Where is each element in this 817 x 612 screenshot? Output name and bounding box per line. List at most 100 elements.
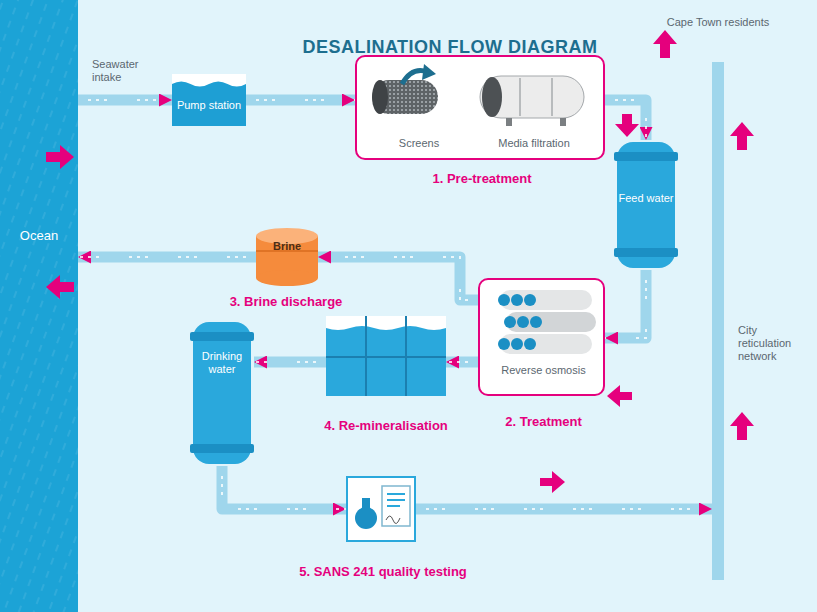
flow-dashes bbox=[318, 257, 478, 300]
pipe-label: Seawater intake bbox=[92, 58, 152, 84]
water-surface bbox=[326, 316, 446, 330]
tank-ring bbox=[190, 332, 254, 341]
flow-dashes bbox=[416, 508, 712, 510]
brine-outline bbox=[256, 228, 318, 286]
rotation-arrow-head bbox=[422, 64, 436, 80]
membrane-bundle bbox=[500, 290, 596, 354]
node-label: Pump station bbox=[172, 99, 246, 112]
flow-dashes bbox=[605, 270, 646, 338]
tank-node: Feed water bbox=[614, 140, 678, 270]
membrane-tube bbox=[500, 290, 592, 310]
water-surface bbox=[172, 74, 246, 87]
tank-ring bbox=[614, 248, 678, 257]
membrane-end bbox=[517, 316, 529, 328]
tank-ring bbox=[190, 444, 254, 453]
step-heading: 5. SANS 241 quality testing bbox=[258, 564, 508, 579]
water-pipe bbox=[416, 504, 712, 515]
remin-node: 4. Re-mineralisation bbox=[326, 316, 446, 396]
water-pipe bbox=[446, 357, 478, 368]
membrane-end bbox=[524, 294, 536, 306]
flow-dashes bbox=[78, 99, 172, 101]
flow-arrow bbox=[730, 122, 754, 150]
water-pipe bbox=[222, 466, 346, 509]
filter-leg bbox=[560, 118, 566, 126]
signature bbox=[386, 516, 400, 524]
node-label: Drinking water bbox=[192, 350, 252, 376]
membrane-tube bbox=[500, 334, 592, 354]
node-label: Brine bbox=[256, 240, 318, 253]
tank-divider bbox=[326, 356, 446, 358]
pipe-node: Cape Town residentsCity reticulation net… bbox=[712, 62, 724, 580]
test-flask bbox=[355, 507, 377, 529]
band-node: Ocean bbox=[0, 0, 78, 612]
membrane-end bbox=[530, 316, 542, 328]
filter-end bbox=[482, 77, 502, 117]
membrane-end bbox=[498, 294, 510, 306]
pink-node: Reverse osmosis2. Treatment bbox=[478, 278, 605, 396]
step-heading: 1. Pre-treatment bbox=[357, 171, 607, 186]
flow-arrow bbox=[615, 114, 639, 137]
node-label: Ocean bbox=[0, 228, 78, 243]
filter-vessel bbox=[480, 76, 584, 118]
certificate-line bbox=[387, 493, 405, 495]
brine-base bbox=[256, 270, 318, 286]
flow-dashes bbox=[78, 256, 256, 258]
filter-seam bbox=[551, 78, 553, 116]
diagram-title: DESALINATION FLOW DIAGRAM bbox=[100, 37, 800, 58]
node-label: Reverse osmosis bbox=[480, 364, 607, 377]
membrane-end bbox=[511, 338, 523, 350]
flow-dashes bbox=[254, 361, 326, 363]
brine-node: Brine3. Brine discharge bbox=[256, 228, 318, 286]
flow-arrow bbox=[607, 385, 632, 407]
node-label: Cape Town residents bbox=[660, 16, 776, 29]
flow-dashes bbox=[605, 100, 646, 140]
flow-dashes bbox=[222, 466, 346, 509]
water-pipe bbox=[254, 357, 326, 368]
pump-node: Pump station bbox=[172, 74, 246, 126]
certificate-line bbox=[387, 499, 405, 501]
rotation-arrow bbox=[402, 71, 428, 85]
tank-node: Drinking water bbox=[190, 320, 254, 466]
membrane-end bbox=[504, 316, 516, 328]
step-heading: 2. Treatment bbox=[480, 414, 607, 429]
filter-seam bbox=[519, 78, 521, 116]
qt-node: 5. SANS 241 quality testing bbox=[346, 476, 416, 542]
flow-arrow bbox=[730, 412, 754, 440]
flow-arrow bbox=[653, 30, 677, 58]
membrane-ends bbox=[498, 294, 542, 350]
tank-outline bbox=[190, 320, 254, 466]
membrane-end bbox=[511, 294, 523, 306]
tank-ring bbox=[614, 152, 678, 161]
remin-outline bbox=[326, 316, 446, 396]
step-heading: 4. Re-mineralisation bbox=[296, 418, 476, 433]
water-pipe bbox=[246, 95, 355, 106]
filter-leg bbox=[506, 118, 512, 126]
remin-tank bbox=[326, 316, 446, 396]
node-label: Feed water bbox=[616, 192, 676, 205]
flow-arrow bbox=[540, 471, 565, 493]
node-label: City reticulation network bbox=[738, 324, 810, 363]
flow-arrow bbox=[46, 275, 74, 299]
water-pipe bbox=[318, 257, 478, 300]
certificate-line bbox=[387, 505, 400, 507]
flow-dashes bbox=[246, 99, 355, 101]
membrane-tube bbox=[506, 312, 596, 332]
screen-drum bbox=[372, 80, 438, 114]
membrane-end bbox=[498, 338, 510, 350]
test-certificate bbox=[382, 486, 410, 526]
water-pipe bbox=[78, 95, 172, 106]
test-flask-neck bbox=[362, 498, 370, 510]
water-pipe bbox=[605, 270, 646, 338]
flow-arrow bbox=[46, 145, 74, 169]
water-pipe bbox=[605, 100, 646, 140]
tank-outline bbox=[614, 140, 678, 270]
ocean-texture bbox=[0, 0, 78, 612]
pink-node: ScreensMedia filtration1. Pre-treatment bbox=[355, 55, 605, 160]
tank-body bbox=[193, 322, 251, 464]
membrane-end bbox=[524, 338, 536, 350]
node-label: Media filtration bbox=[469, 137, 599, 150]
flow-dashes bbox=[446, 361, 478, 363]
